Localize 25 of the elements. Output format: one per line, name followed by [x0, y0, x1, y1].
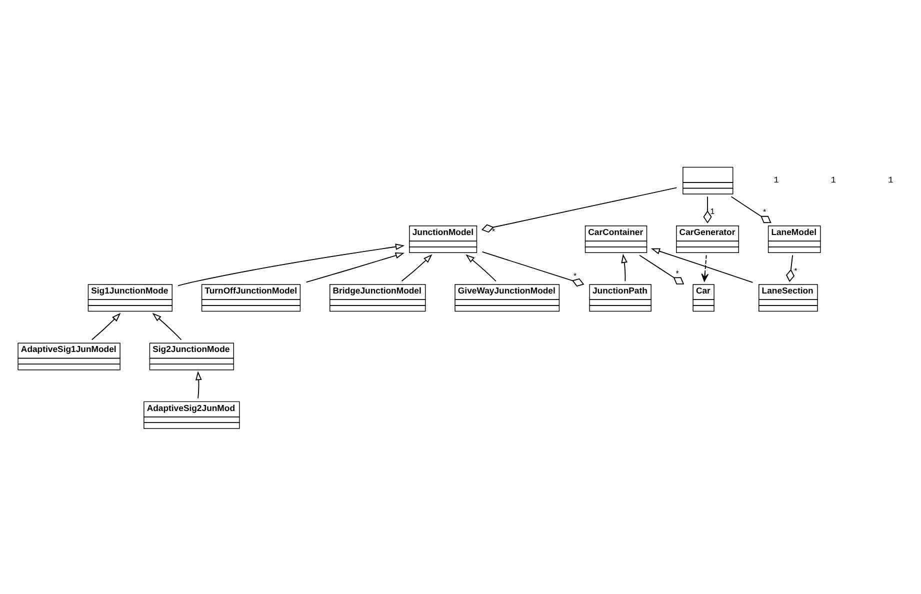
connector [481, 250, 584, 286]
arrow [400, 254, 432, 282]
connector [480, 186, 677, 232]
connector [785, 254, 794, 282]
edge-label: * [572, 270, 576, 280]
edge-label: * [794, 266, 797, 275]
label: 1 [773, 175, 778, 186]
label: 1 [830, 175, 836, 186]
edge-label: * [762, 207, 766, 216]
connector [702, 196, 712, 223]
arrow [650, 248, 753, 282]
label: 1 [887, 175, 893, 186]
arrow [177, 243, 404, 286]
arrow [90, 312, 120, 340]
arrow [620, 253, 628, 282]
arrow [700, 254, 708, 282]
arrow [305, 252, 404, 282]
edge-label: 1 [710, 206, 714, 216]
edge-label: * [491, 226, 495, 236]
edge-label: * [675, 268, 678, 278]
arrow [194, 370, 202, 398]
arrow [152, 312, 182, 340]
connector [730, 196, 771, 223]
connector [638, 254, 684, 284]
arrow [465, 254, 496, 282]
